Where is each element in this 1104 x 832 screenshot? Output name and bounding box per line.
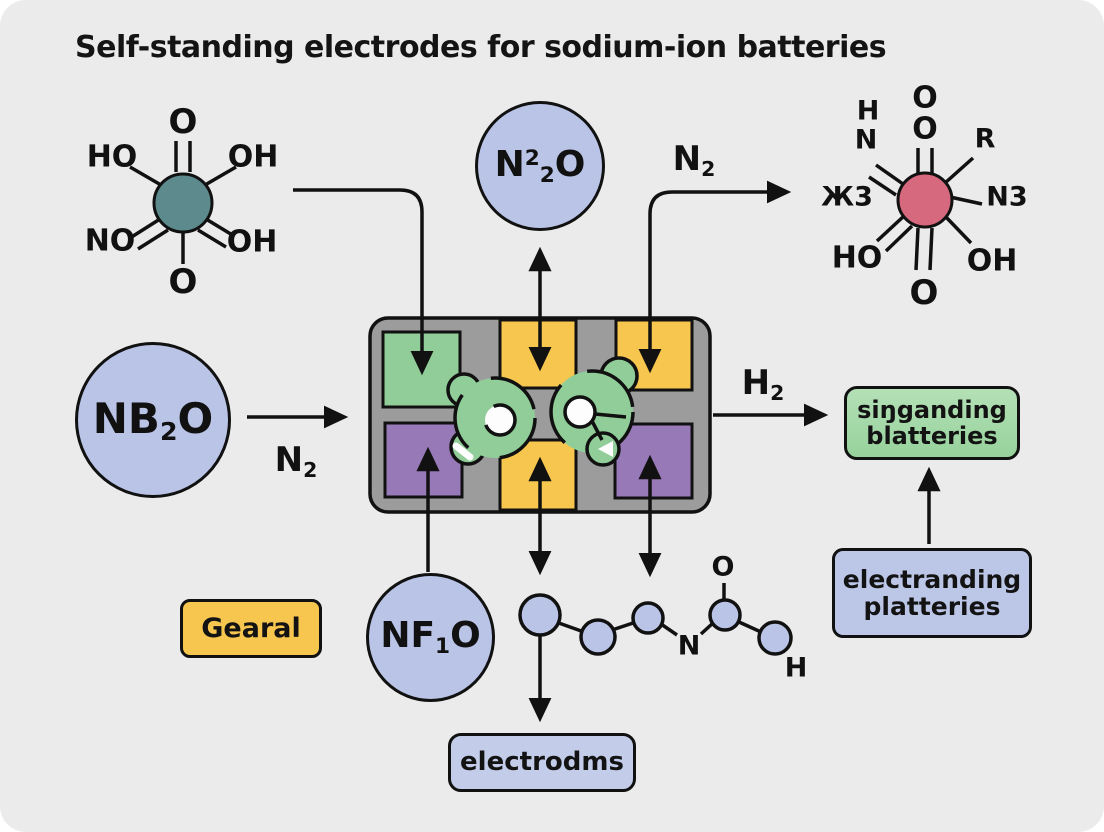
chain-atom-n: N bbox=[677, 630, 701, 662]
grid-cell-yellow-top bbox=[498, 318, 578, 390]
right-substituent-n3: N3 bbox=[986, 181, 1028, 213]
chain-atom-o: O bbox=[711, 551, 735, 583]
chain-atom-h: H bbox=[784, 652, 808, 684]
species-circle-nb2o: NB2O bbox=[75, 342, 231, 498]
arrow-grid-to-moleculeright bbox=[638, 180, 792, 374]
right-substituent-n: N bbox=[854, 124, 878, 156]
molecule-right-center bbox=[896, 171, 954, 229]
right-substituent-o-top: O bbox=[912, 80, 938, 116]
species-circle-n22o: N22O bbox=[475, 101, 605, 231]
left-substituent-o-bottom: O bbox=[168, 262, 198, 302]
box-electranding-batteries: electranding platteries bbox=[832, 548, 1032, 638]
box-electrodes: electrodms bbox=[448, 733, 636, 792]
right-substituent-x3: Ж3 bbox=[821, 181, 873, 213]
right-substituent-r: R bbox=[974, 123, 996, 155]
chain-molecule bbox=[518, 583, 793, 656]
molecule-left-center bbox=[152, 172, 214, 234]
box-green-line2: blatteries bbox=[866, 422, 998, 450]
page-title: Self-standing electrodes for sodium-ion … bbox=[75, 30, 887, 65]
gas-label-h2: H2 bbox=[741, 363, 785, 405]
right-substituent-ho: HO bbox=[831, 240, 883, 276]
arrow-moleculeleft-to-grid bbox=[293, 188, 434, 376]
species-formula-n22o: N22O bbox=[494, 143, 586, 189]
right-substituent-h: H bbox=[856, 95, 880, 127]
species-formula-nf1o: NF1O bbox=[380, 615, 481, 660]
box-gearal: Gearal bbox=[180, 599, 322, 658]
box-blue-line2: platteries bbox=[863, 592, 1001, 621]
right-substituent-o-mid: O bbox=[912, 111, 938, 147]
left-substituent-oh-top: OH bbox=[227, 139, 279, 175]
box-electrodes-label: electrodms bbox=[460, 747, 624, 778]
flow-arrows bbox=[247, 180, 941, 723]
box-standing-batteries: siŋganding blatteries bbox=[844, 386, 1020, 460]
left-substituent-o-top: O bbox=[168, 102, 198, 142]
right-substituent-oh: OH bbox=[966, 243, 1018, 279]
right-substituent-o-bottom: O bbox=[909, 273, 939, 313]
molecule-left bbox=[129, 141, 237, 264]
left-substituent-ho: HO bbox=[86, 139, 138, 175]
box-green-line1: siŋganding bbox=[857, 395, 1007, 424]
box-gearal-label: Gearal bbox=[201, 612, 301, 644]
gas-label-n2-top: N2 bbox=[672, 139, 716, 181]
molecule-right bbox=[868, 148, 983, 271]
box-blue-line1: electranding bbox=[842, 564, 1022, 594]
species-circle-nf1o: NF1O bbox=[366, 573, 495, 702]
grid-cell-purple-left bbox=[383, 421, 464, 499]
gas-label-n2-left: N2 bbox=[274, 440, 318, 482]
grid-green-molecules bbox=[446, 356, 639, 467]
species-formula-nb2o: NB2O bbox=[92, 393, 214, 447]
left-substituent-no: NO bbox=[84, 223, 136, 259]
left-substituent-oh-bottom: OH bbox=[226, 224, 278, 260]
